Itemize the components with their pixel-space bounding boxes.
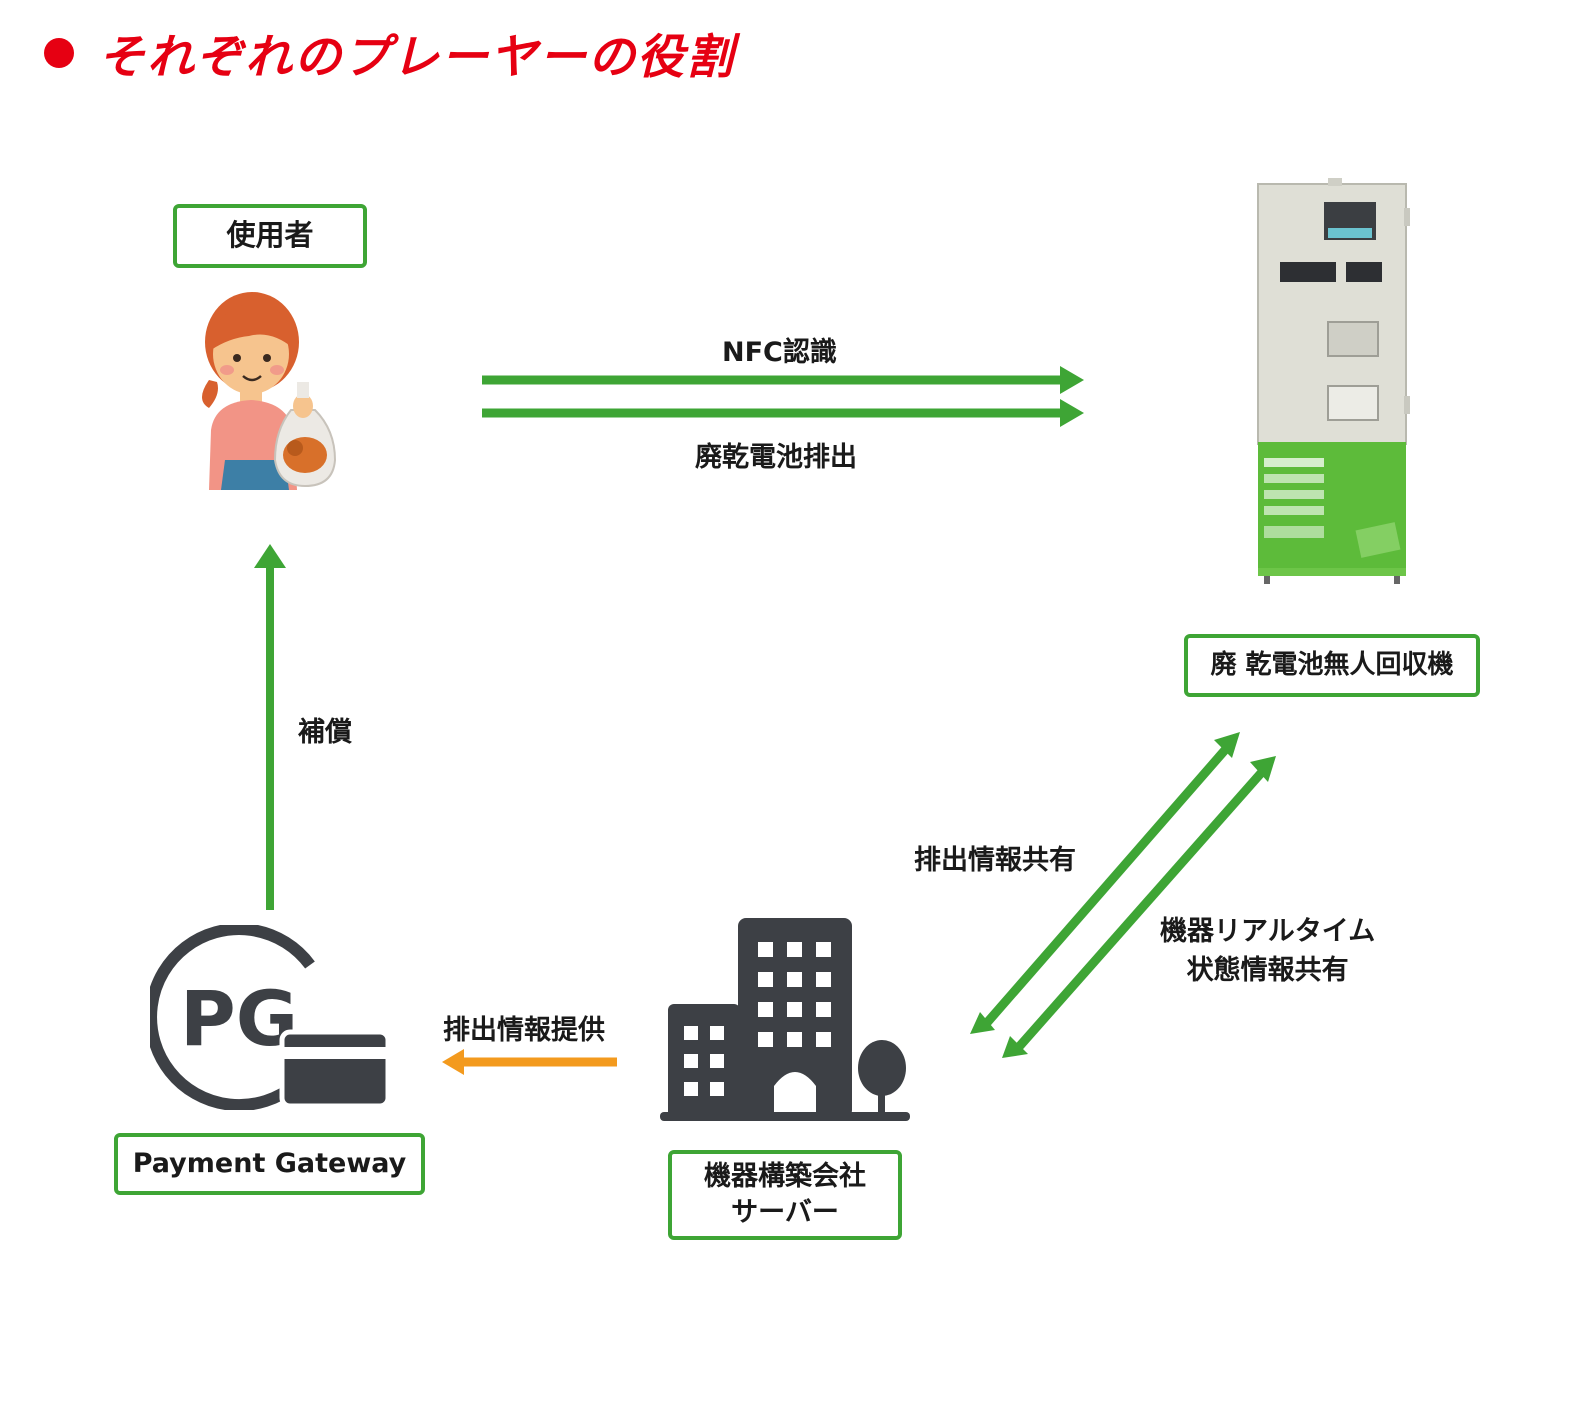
server-label-box: 機器構築会社 サーバー: [668, 1150, 902, 1240]
payment-gateway-label-box: Payment Gateway: [114, 1133, 425, 1195]
pg-logo-text: PG: [180, 974, 298, 1063]
user-label: 使用者: [226, 218, 314, 253]
realtime-status-label: 機器リアルタイム 状態情報共有: [1160, 912, 1375, 990]
nfc-label: NFC認識: [722, 337, 837, 368]
compensation-arrow: [254, 544, 286, 910]
server-label-line2: サーバー: [731, 1197, 839, 1228]
share-info-label: 排出情報共有: [914, 845, 1076, 876]
payment-gateway-card-icon: PG: [150, 925, 390, 1110]
bullet-dot-icon: [44, 37, 74, 68]
share-info-arrow: [970, 732, 1240, 1034]
building-server-icon: [660, 918, 910, 1121]
page-title-row: それぞれのプレーヤーの役割: [44, 18, 735, 87]
machine-label: 廃 乾電池無人回収機: [1210, 649, 1454, 680]
user-person-icon: [202, 292, 337, 490]
battery-collection-machine-icon: [1257, 178, 1410, 584]
server-label-line1: 機器構築会社: [704, 1160, 866, 1192]
provide-info-arrow: [442, 1049, 617, 1075]
discharge-label: 廃乾電池排出: [695, 442, 857, 473]
user-label-box: 使用者: [173, 204, 367, 268]
machine-label-box: 廃 乾電池無人回収機: [1184, 634, 1480, 697]
realtime-status-label-line2: 状態情報共有: [1186, 955, 1349, 987]
realtime-status-label-line1: 機器リアルタイム: [1160, 916, 1376, 947]
page-title: それぞれのプレーヤーの役割: [98, 30, 735, 85]
provide-info-label: 排出情報提供: [443, 1015, 605, 1046]
payment-gateway-label: Payment Gateway: [132, 1147, 407, 1179]
nfc-arrow: [482, 366, 1084, 394]
discharge-arrow: [482, 399, 1084, 427]
realtime-status-arrow: [1002, 756, 1276, 1058]
compensation-label: 補償: [298, 717, 352, 748]
